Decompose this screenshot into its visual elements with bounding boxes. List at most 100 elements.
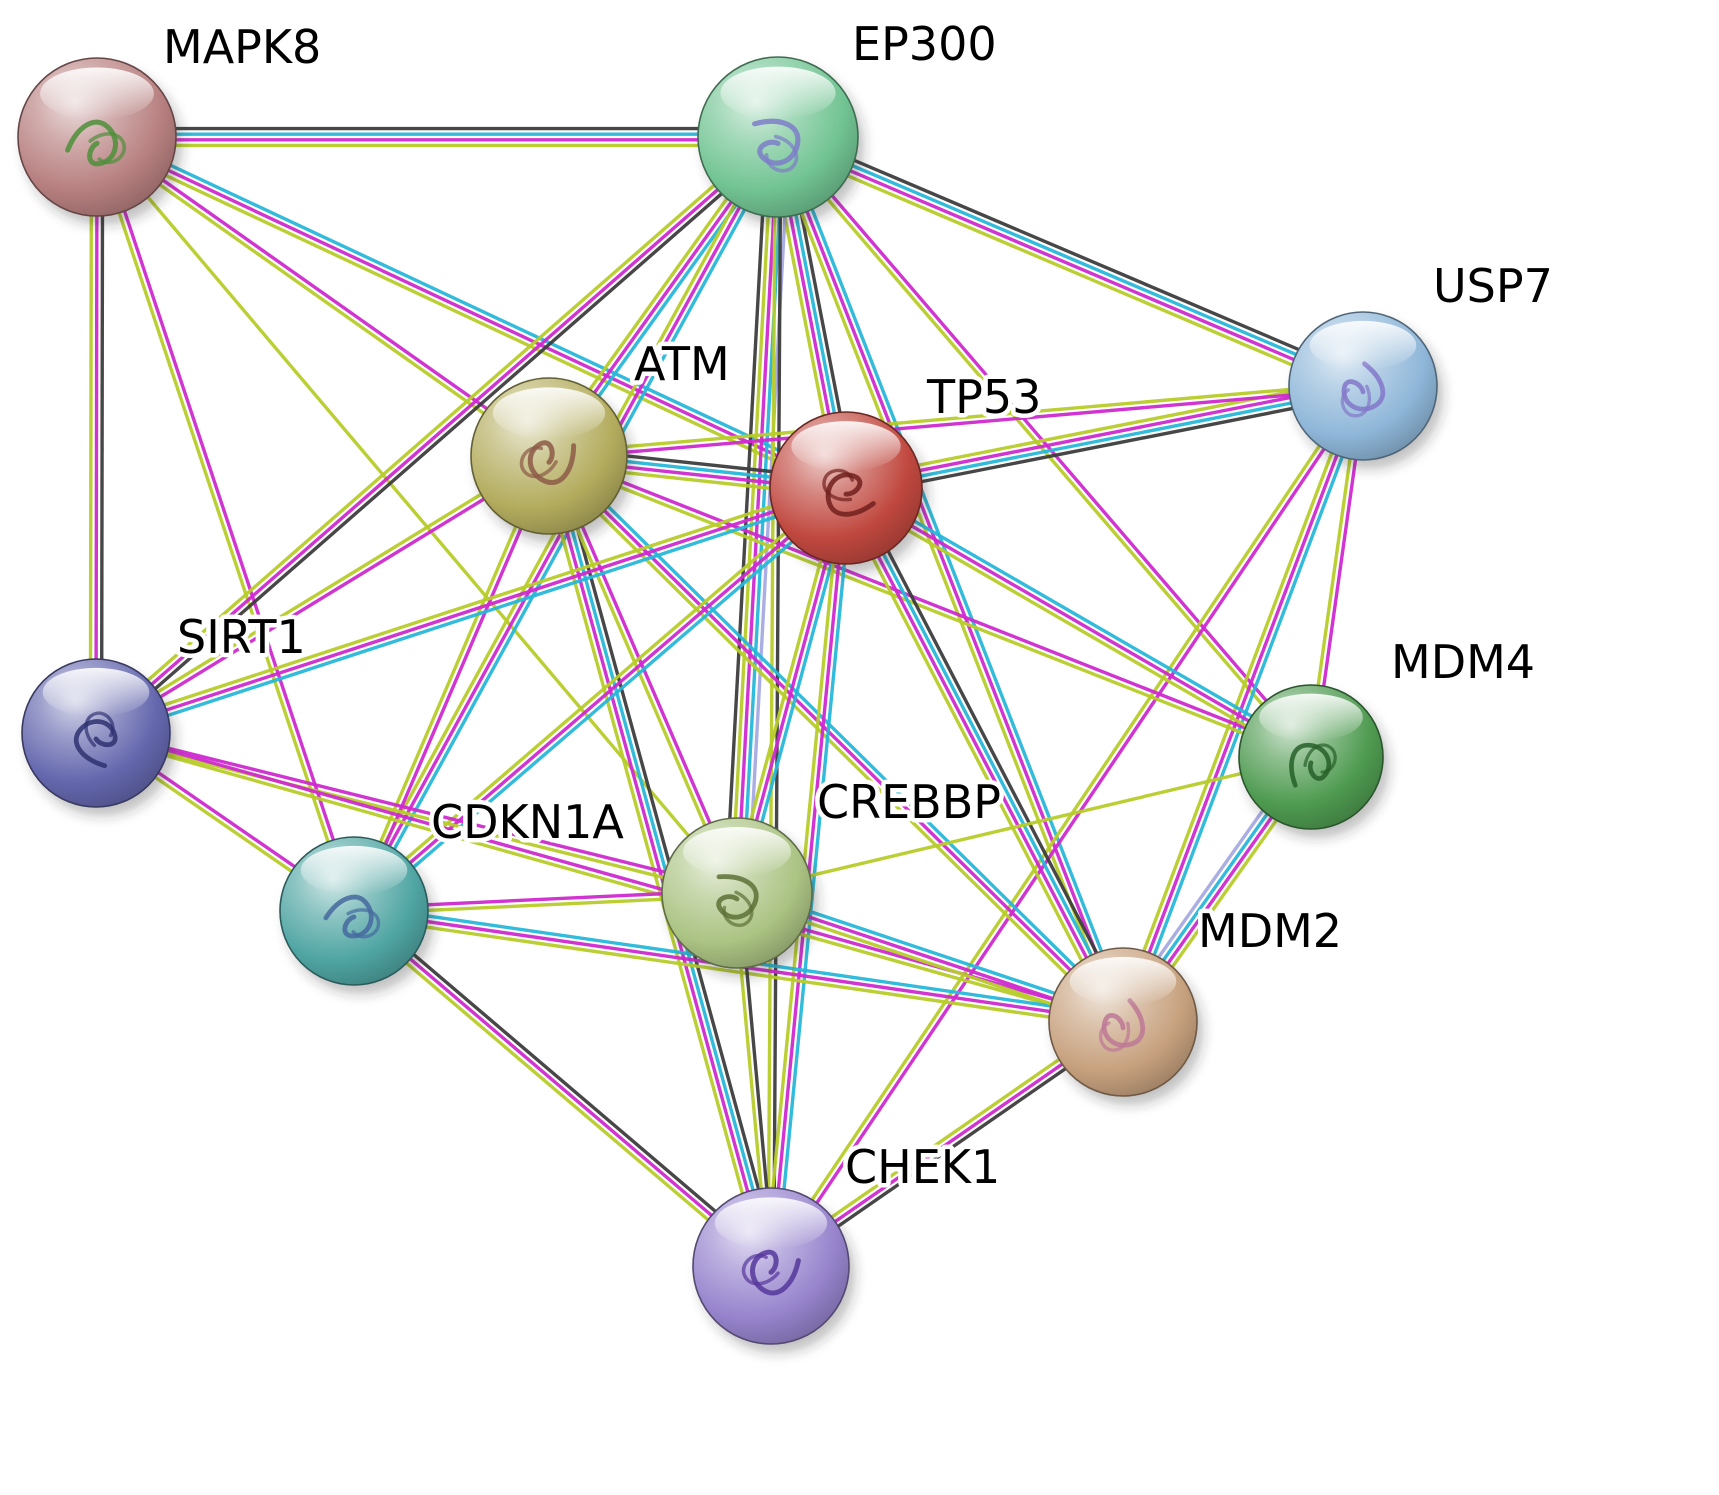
edge-line-experiments[interactable] xyxy=(547,454,1125,1024)
edge-ATM-MDM4[interactable] xyxy=(547,451,1313,762)
edge-line-experiments[interactable] xyxy=(776,136,1125,1023)
edge-line-textmining[interactable] xyxy=(349,913,769,1272)
node-EP300[interactable] xyxy=(697,56,864,226)
edge-MAPK8-TP53[interactable] xyxy=(93,130,850,495)
edge-MAPK8-EP300[interactable] xyxy=(97,126,778,148)
edge-EP300-SIRT1[interactable] xyxy=(91,131,783,739)
edge-line-textmining[interactable] xyxy=(766,136,777,1266)
edge-line-databases[interactable] xyxy=(846,387,1364,493)
edge-line-textmining[interactable] xyxy=(539,457,765,1269)
edge-line-experiments[interactable] xyxy=(96,135,847,490)
edge-SIRT1-CREBBP[interactable] xyxy=(94,728,739,898)
edge-TP53-MDM2[interactable] xyxy=(837,483,1132,1027)
edge-line-coexpression[interactable] xyxy=(99,137,105,734)
edge-line-experiments[interactable] xyxy=(352,486,848,913)
edge-line-coexpression[interactable] xyxy=(780,127,1367,380)
edge-line-experiments[interactable] xyxy=(352,909,773,1268)
edge-ATM-SIRT1[interactable] xyxy=(93,452,552,737)
edge-line-textmining[interactable] xyxy=(736,755,1312,895)
node-CREBBP[interactable] xyxy=(661,817,818,977)
edge-MAPK8-SIRT1[interactable] xyxy=(88,136,105,734)
edge-line-experiments[interactable] xyxy=(94,135,780,735)
edge-line-experiments[interactable] xyxy=(771,386,1367,1269)
node-MDM2[interactable] xyxy=(1048,947,1203,1105)
edge-line-textmining[interactable] xyxy=(94,734,1123,1027)
edge-line-textmining[interactable] xyxy=(729,136,775,893)
edge-TP53-MDM4[interactable] xyxy=(842,481,1315,764)
node-CDKN1A[interactable] xyxy=(279,836,434,994)
edge-line-databases[interactable] xyxy=(774,488,854,1267)
edge-USP7-CHEK1[interactable] xyxy=(767,383,1367,1269)
node-SIRT1[interactable] xyxy=(21,658,176,816)
edge-line-coexpression[interactable] xyxy=(356,905,776,1264)
edge-line-coexpression[interactable] xyxy=(847,392,1365,498)
edge-line-textmining[interactable] xyxy=(88,136,94,733)
edge-line-experiments[interactable] xyxy=(845,486,1312,759)
edge-line-textmining[interactable] xyxy=(93,452,549,733)
node-MAPK8[interactable] xyxy=(17,57,182,225)
edge-line-experiments[interactable] xyxy=(96,728,739,892)
edge-MDM4-CREBBP[interactable] xyxy=(736,755,1312,895)
edge-USP7-MDM2[interactable] xyxy=(1116,383,1370,1025)
edge-line-databases[interactable] xyxy=(550,454,776,1266)
edge-line-experiments[interactable] xyxy=(735,136,780,894)
edge-line-textmining[interactable] xyxy=(93,481,845,730)
edge-line-textmining[interactable] xyxy=(837,491,1118,1027)
edge-line-databases[interactable] xyxy=(98,130,850,485)
edge-line-coexpression[interactable] xyxy=(851,483,1132,1019)
edges-layer xyxy=(88,126,1370,1272)
edge-line-databases[interactable] xyxy=(1126,387,1370,1025)
edge-line-textmining[interactable] xyxy=(349,482,844,909)
edge-line-experiments[interactable] xyxy=(549,451,1313,756)
node-TP53[interactable] xyxy=(769,411,928,573)
edge-line-textmining[interactable] xyxy=(93,140,845,495)
edge-ATM-CHEK1[interactable] xyxy=(539,453,781,1269)
edge-line-experiments[interactable] xyxy=(842,488,1123,1025)
protein-structure-icon xyxy=(822,468,876,517)
edge-line-textmining[interactable] xyxy=(844,376,1362,482)
edge-line-homology[interactable] xyxy=(746,137,791,894)
edge-EP300-USP7[interactable] xyxy=(774,127,1367,396)
edge-line-textmining[interactable] xyxy=(842,491,1310,764)
edge-line-coexpression[interactable] xyxy=(772,137,783,1267)
edge-line-experiments[interactable] xyxy=(98,135,359,911)
node-USP7[interactable] xyxy=(1288,311,1443,469)
edge-line-experiments[interactable] xyxy=(94,136,99,734)
node-MDM4[interactable] xyxy=(1238,684,1389,838)
edge-EP300-MDM2[interactable] xyxy=(771,134,1130,1025)
edge-line-textmining[interactable] xyxy=(91,131,776,731)
edge-TP53-SIRT1[interactable] xyxy=(93,481,849,740)
edge-line-experiments[interactable] xyxy=(776,138,1363,391)
edge-line-databases[interactable] xyxy=(781,134,1130,1021)
edge-line-textmining[interactable] xyxy=(547,457,1311,762)
edge-line-textmining[interactable] xyxy=(771,138,1120,1025)
edge-line-textmining[interactable] xyxy=(548,381,1363,455)
edge-line-databases[interactable] xyxy=(846,485,1127,1022)
edge-line-textmining[interactable] xyxy=(1116,383,1360,1021)
edge-line-textmining[interactable] xyxy=(767,383,1363,1266)
edge-line-experiments[interactable] xyxy=(544,456,770,1268)
edge-line-coexpression[interactable] xyxy=(555,453,781,1265)
node-label-USP7: USP7 xyxy=(1433,259,1553,313)
edge-line-coexpression[interactable] xyxy=(98,139,783,739)
edge-line-experiments[interactable] xyxy=(549,387,1364,461)
edge-line-textmining[interactable] xyxy=(774,143,1361,396)
edge-USP7-ATM[interactable] xyxy=(548,381,1364,461)
node-CHEK1[interactable] xyxy=(692,1187,855,1353)
edge-line-experiments[interactable] xyxy=(845,381,1363,487)
edge-line-databases[interactable] xyxy=(356,490,851,917)
node-ATM[interactable] xyxy=(470,377,633,543)
edge-CDKN1A-CHEK1[interactable] xyxy=(349,905,776,1272)
edge-line-databases[interactable] xyxy=(847,481,1315,754)
edge-USP7-TP53[interactable] xyxy=(844,376,1365,498)
edge-line-experiments[interactable] xyxy=(1121,385,1365,1023)
edge-TP53-CDKN1A[interactable] xyxy=(349,482,851,917)
edge-line-experiments[interactable] xyxy=(95,486,847,735)
edge-line-experiments[interactable] xyxy=(96,456,552,737)
edge-line-textmining[interactable] xyxy=(774,137,1311,760)
edge-line-databases[interactable] xyxy=(97,491,849,740)
edge-line-textmining[interactable] xyxy=(94,734,737,898)
edge-EP300-CHEK1[interactable] xyxy=(766,136,783,1267)
edge-line-databases[interactable] xyxy=(778,132,1365,385)
